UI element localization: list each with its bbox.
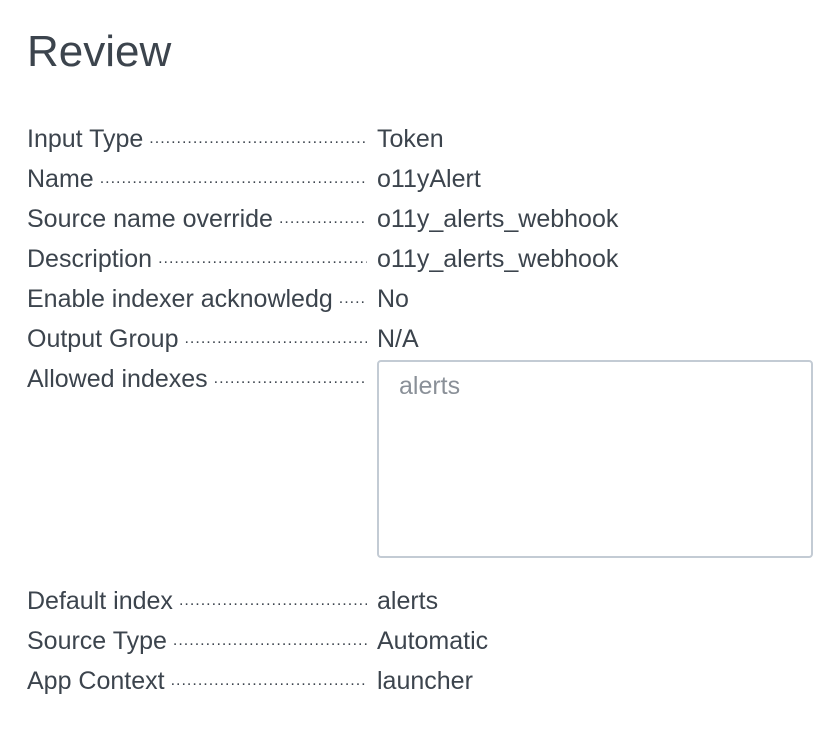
row-label: Name....................................… [27,159,367,199]
row-input-type: Input Type..............................… [27,119,827,159]
row-output-group: Output Group............................… [27,319,827,359]
dot-leader: ........................................… [99,170,367,187]
dot-leader: ........................................… [338,290,367,307]
row-value: N/A [377,325,419,353]
row-value: No [377,285,409,313]
row-label: Enable indexer acknowledg...............… [27,279,367,319]
row-value: alerts [377,587,439,615]
allowed-indexes-textarea[interactable]: alerts [377,360,813,558]
dot-leader: ........................................… [213,370,367,387]
dot-leader: ........................................… [178,592,367,609]
row-label: Description.............................… [27,239,367,279]
dot-leader: ........................................… [158,250,367,267]
row-enable-indexer-acknowledgement: Enable indexer acknowledg...............… [27,279,827,319]
dot-leader: ........................................… [184,330,367,347]
row-label: Input Type..............................… [27,119,367,159]
row-label: Default index...........................… [27,581,367,621]
row-value: Automatic [377,627,489,655]
row-source-name-override: Source name override....................… [27,199,827,239]
row-value: o11y_alerts_webhook [377,245,619,273]
row-value: Token [377,125,444,153]
dot-leader: ........................................… [149,130,367,147]
dot-leader: ........................................… [172,632,367,649]
page-title: Review [27,27,172,76]
row-value: o11y_alerts_webhook [377,205,619,233]
row-value: launcher [377,667,473,695]
row-source-type: Source Type.............................… [27,621,827,661]
row-label: Source Type.............................… [27,621,367,661]
row-app-context: App Context.............................… [27,661,827,701]
dot-leader: ........................................… [278,210,367,227]
review-list: Input Type..............................… [27,119,827,701]
row-label: App Context.............................… [27,661,367,701]
row-default-index: Default index...........................… [27,581,827,621]
row-label: Output Group............................… [27,319,367,359]
row-name: Name....................................… [27,159,827,199]
dot-leader: ........................................… [170,672,367,689]
row-label: Source name override....................… [27,199,367,239]
row-value: o11yAlert [377,165,481,193]
row-label: Allowed indexes.........................… [27,359,367,399]
row-allowed-indexes: Allowed indexes.........................… [27,359,827,581]
row-description: Description.............................… [27,239,827,279]
